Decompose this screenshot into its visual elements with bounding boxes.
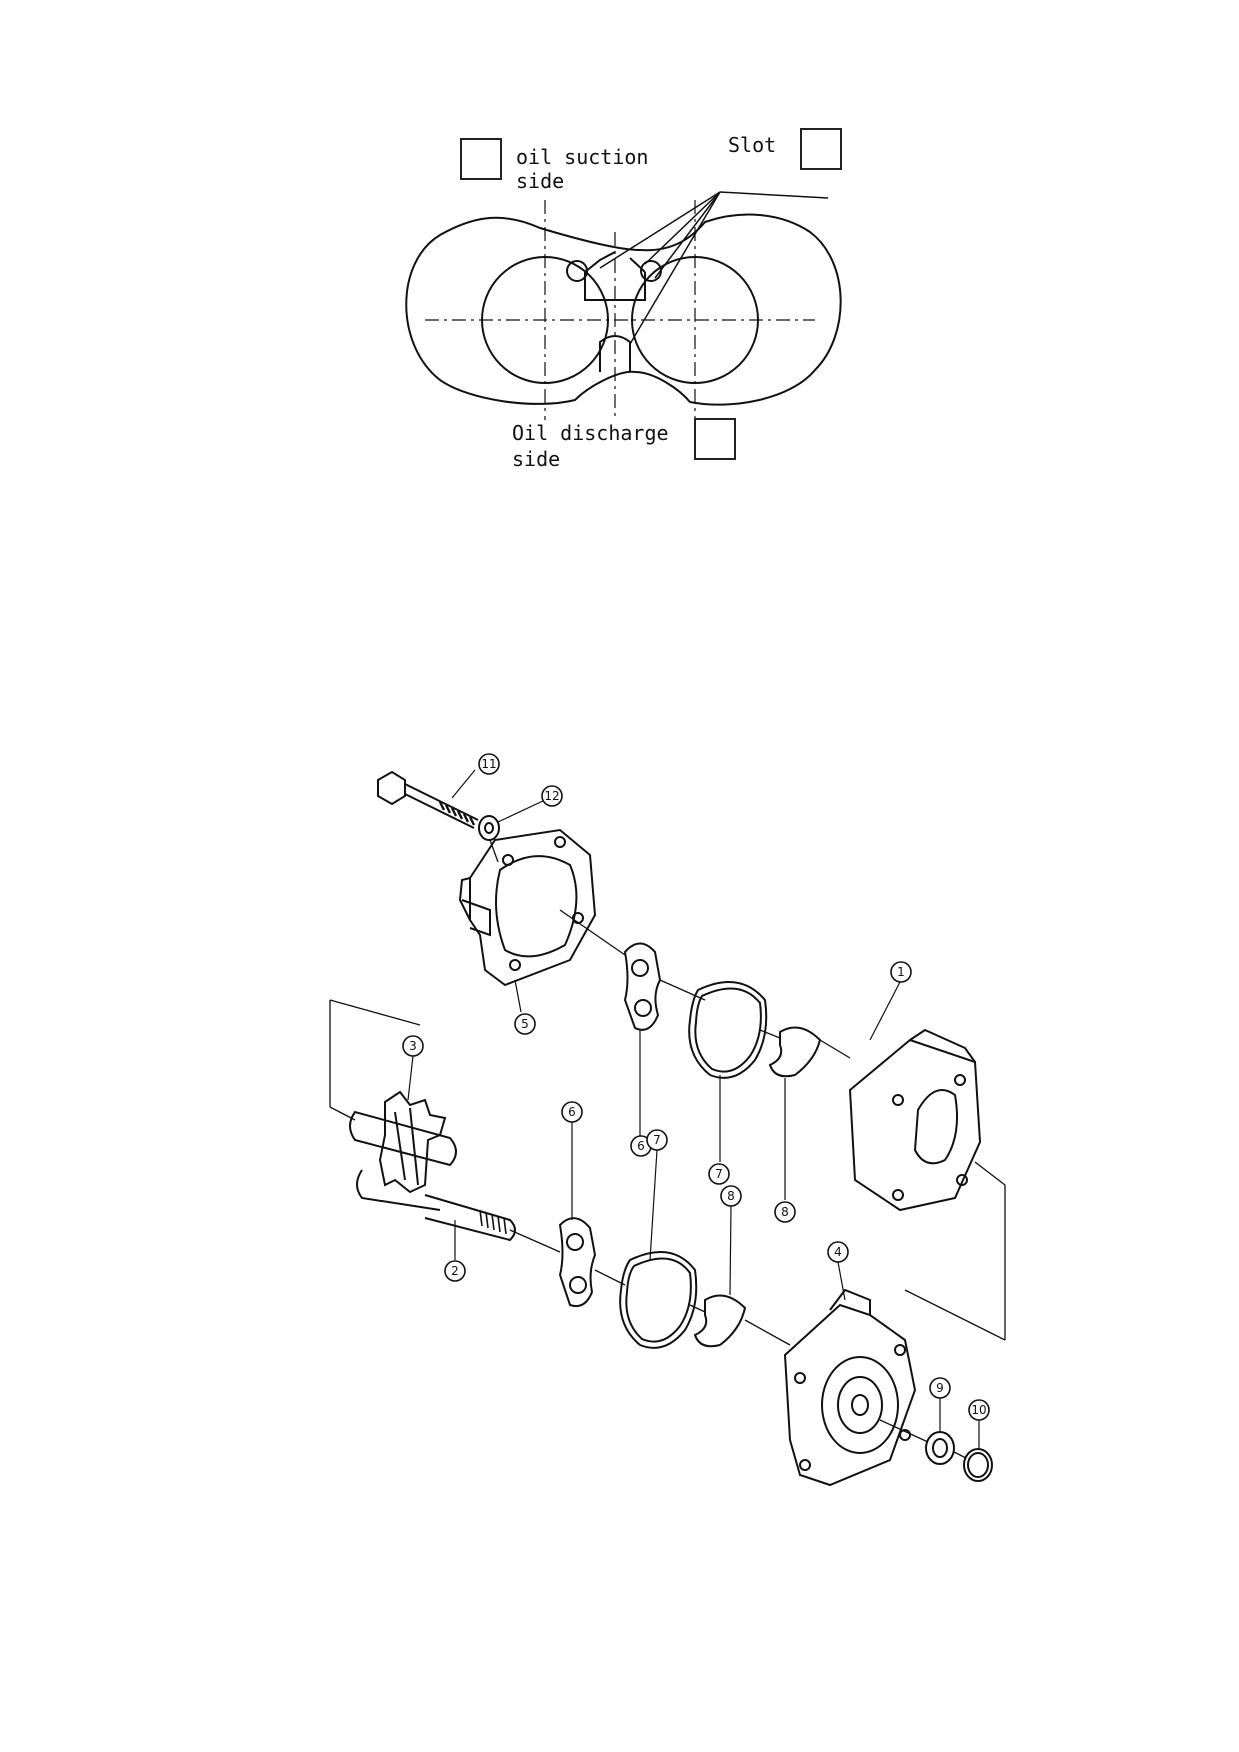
callout-11: 11 [481,757,496,771]
slot-checkbox [800,128,842,170]
suction-label-line1: oil suction [516,145,649,169]
callout-circle-6b [561,1101,583,1123]
backup-ring-part-8-upper [768,1026,822,1078]
slot-label: Slot [728,133,777,157]
seal-part-7-upper [688,981,768,1079]
bolt-part-11 [377,770,479,829]
callout-6a: 6 [637,1139,645,1153]
callout-3: 3 [409,1039,417,1053]
callout-circle-3 [402,1035,424,1057]
discharge-label-line1: Oil discharge [512,421,669,445]
callout-circle-2 [444,1260,466,1282]
callout-12: 12 [544,789,559,803]
callout-5: 5 [521,1017,529,1031]
exploded-pump-diagram: 11 12 5 6 7 8 1 3 2 6 7 8 4 9 10 [329,753,1006,1487]
gear-body-part-1 [848,1028,982,1212]
drive-shaft-part-2 [424,1194,516,1242]
callout-9: 9 [936,1381,944,1395]
seal-part-7-lower [619,1251,698,1349]
washer-part-12 [478,815,500,841]
side-plate-part-6-upper [623,942,662,1031]
callout-circle-7a [708,1163,730,1185]
snap-ring-part-10 [963,1448,993,1482]
callout-circle-4 [827,1241,849,1263]
housing-outline [405,213,842,406]
callout-1: 1 [897,965,905,979]
callout-circle-10 [968,1399,990,1421]
callout-8b: 8 [727,1189,735,1203]
lower-slot [599,335,631,372]
suction-checkbox [460,138,502,180]
callout-8a: 8 [781,1205,789,1219]
oil-seal-part-9 [925,1431,955,1465]
callout-circle-5 [514,1013,536,1035]
callout-2: 2 [451,1264,459,1278]
backup-ring-part-8-lower [693,1294,747,1348]
callout-circle-8b [720,1185,742,1207]
callout-circle-12 [541,785,563,807]
callout-circle-7b [646,1129,668,1151]
housing-section-drawing [405,191,842,420]
discharge-label-line2: side [512,447,561,471]
callout-circle-9 [929,1377,951,1399]
callout-circle-11 [478,753,500,775]
callout-circle-1 [890,961,912,983]
suction-label-line2: side [516,169,565,193]
side-plate-part-6-lower [558,1217,597,1308]
callout-4: 4 [834,1245,842,1259]
callout-7a: 7 [715,1167,723,1181]
discharge-checkbox [694,418,736,460]
front-cover-part-4 [783,1288,917,1487]
callout-circle-8a [774,1201,796,1223]
callout-6b: 6 [568,1105,576,1119]
rear-cover-part-5 [458,828,597,987]
callout-10: 10 [971,1403,986,1417]
callout-7b: 7 [653,1133,661,1147]
driven-gear-part-3 [349,1090,457,1211]
